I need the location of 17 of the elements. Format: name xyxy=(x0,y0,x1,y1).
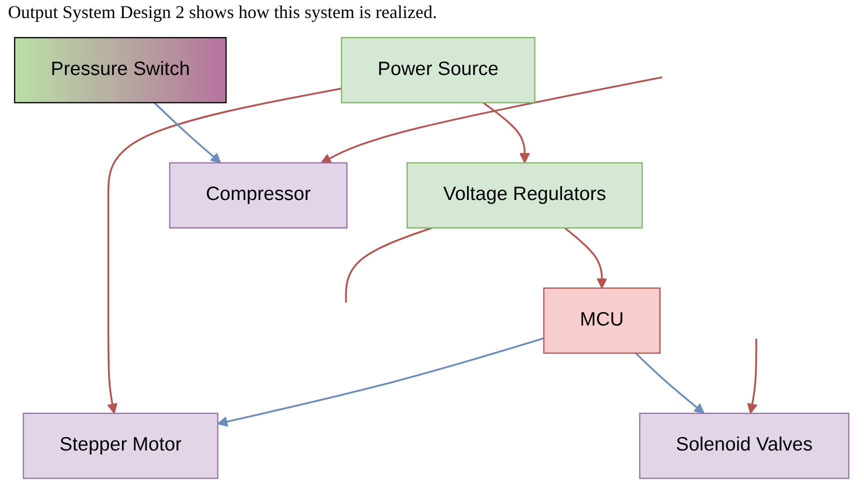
node-box: Voltage Regulators xyxy=(406,162,644,228)
arrow xyxy=(154,102,222,164)
arrow xyxy=(635,352,705,414)
node-box: Power Source xyxy=(341,37,536,104)
arrow xyxy=(321,76,663,164)
caption-text: Output System Design 2 shows how this system is realized. xyxy=(8,2,438,23)
arrow xyxy=(564,227,608,289)
node-box: MCU xyxy=(544,288,661,354)
arrow xyxy=(107,88,342,414)
node-box: Pressure Switch xyxy=(14,37,227,104)
node-box: Stepper Motor xyxy=(23,412,219,479)
arrow xyxy=(218,337,544,427)
arrow xyxy=(747,338,758,414)
connector xyxy=(345,227,432,303)
node-box: Solenoid Valves xyxy=(639,412,850,479)
arrow xyxy=(482,102,530,164)
node-box: Compressor xyxy=(169,162,348,228)
